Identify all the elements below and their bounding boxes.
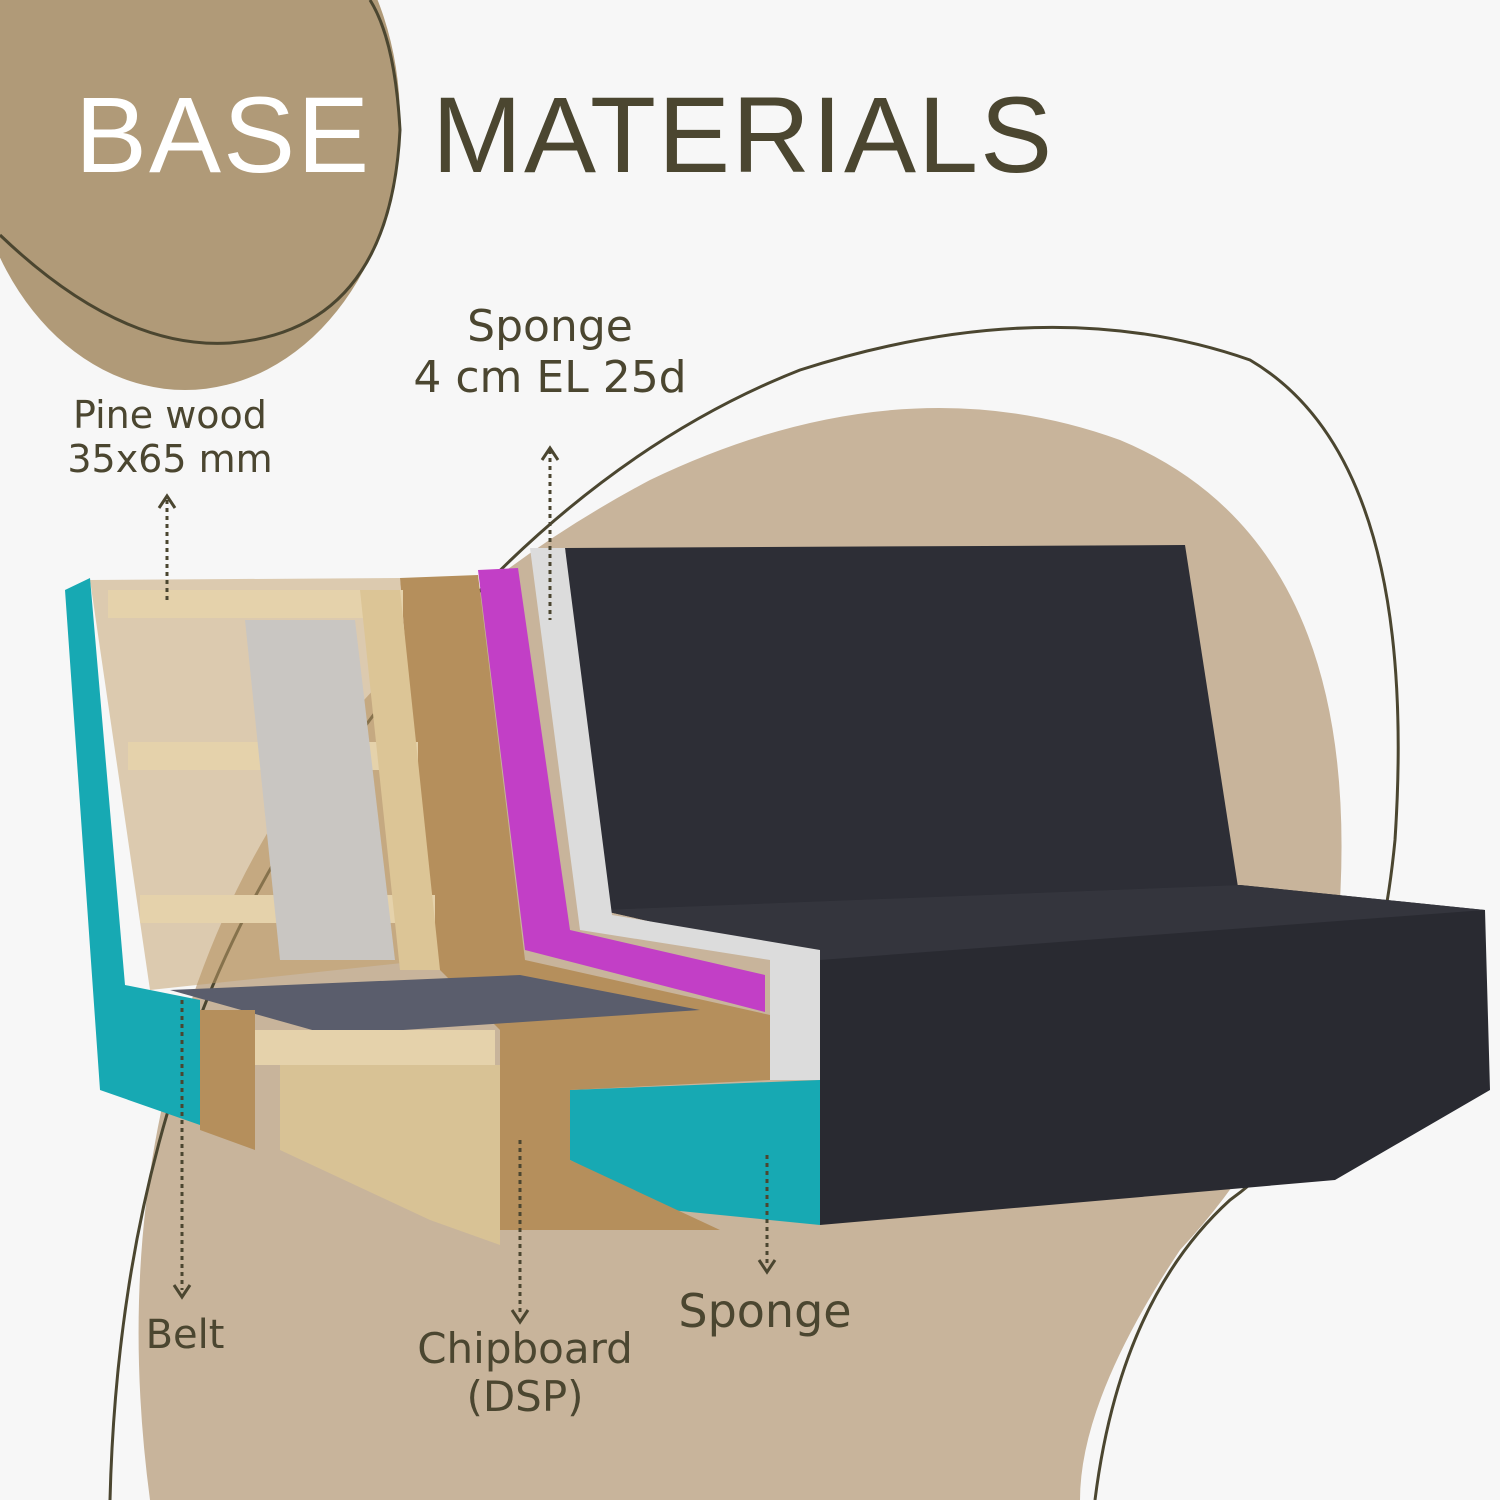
label-pine-wood-line2: 35x65 mm (67, 436, 273, 481)
seat-teal-sponge (570, 1080, 820, 1225)
back-mesh (245, 620, 395, 960)
top-blob-outline (0, 0, 402, 345)
label-sponge-top-line1: Sponge (467, 301, 633, 352)
label-chipboard-line1: Chipboard (417, 1324, 633, 1373)
back-magenta-sponge (478, 568, 765, 1012)
pine-rail (255, 1030, 495, 1065)
top-blob (0, 0, 400, 390)
label-chipboard: Chipboard (DSP) (400, 1324, 650, 1422)
backrest-fabric (565, 545, 1240, 910)
pine-base (280, 1065, 500, 1245)
label-pine-wood-line1: Pine wood (73, 393, 267, 437)
label-sponge-bottom: Sponge (678, 1284, 852, 1338)
title-base: BASE (75, 74, 372, 195)
label-sponge-top-line2: 4 cm EL 25d (413, 351, 687, 403)
arm-teal-sponge (65, 578, 200, 1125)
belt-webbing (170, 975, 700, 1035)
title-materials: MATERIALS (432, 74, 1055, 195)
label-sponge-top: Sponge 4 cm EL 25d (380, 301, 720, 403)
pine-slat (108, 590, 403, 618)
label-belt: Belt (145, 1312, 225, 1358)
label-pine-wood: Pine wood 35x65 mm (40, 393, 300, 481)
back-white-sponge (530, 548, 820, 1080)
seat-top (600, 885, 1485, 960)
label-chipboard-line2: (DSP) (466, 1372, 584, 1422)
chipboard-front (200, 1010, 255, 1150)
pine-post (360, 590, 440, 970)
chipboard-side (400, 575, 770, 1230)
seat-fabric (600, 885, 1490, 1225)
